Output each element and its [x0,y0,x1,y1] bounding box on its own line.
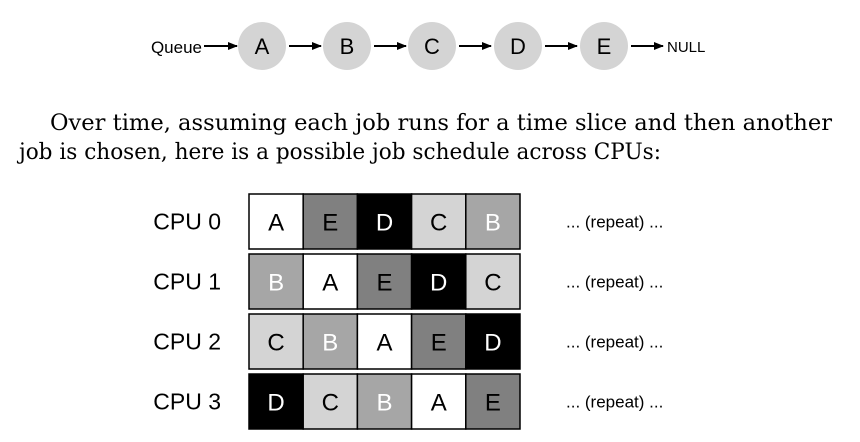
schedule-cell: E [410,313,467,370]
queue-label: Queue [151,38,202,57]
repeat-label: ... (repeat) ... [566,333,663,352]
queue-node-label: A [255,34,270,59]
schedule-cell: B [302,313,359,370]
schedule-cell: A [356,313,413,370]
schedule-grid: CPU 0 A E D C B ... (repeat) ... CPU 1 B A E D C ... … [153,193,663,430]
schedule-cell-label: C [430,210,447,237]
queue-node-label: E [597,34,612,59]
schedule-cell-label: D [267,390,284,417]
queue-null-label: NULL [667,39,705,56]
schedule-cell-label: C [322,390,339,417]
schedule-cell-label: C [484,270,501,297]
schedule-cell: C [302,373,359,430]
queue-node: C [408,22,456,70]
schedule-cell-label: A [322,270,338,297]
schedule-cell: C [410,193,467,250]
schedule-cell: E [465,373,521,430]
schedule-cell-label: B [485,210,501,237]
schedule-cell-label: D [484,330,501,357]
repeat-label: ... (repeat) ... [566,213,663,232]
schedule-cell-label: E [376,270,392,297]
queue-row: Queue A B C D E NULL [151,22,705,70]
cpu-label: CPU 2 [153,329,221,355]
schedule-cell: E [302,193,359,250]
queue-node-label: B [340,34,355,59]
cpu-label: CPU 3 [153,389,221,415]
schedule-cell-label: E [485,390,501,417]
schedule-cell-label: B [268,270,284,297]
paragraph-line-2: job is chosen, here is a possible job sc… [16,140,661,165]
cpu-label: CPU 1 [153,269,221,295]
schedule-cell: E [356,253,413,310]
cpu-row: CPU 3 D C B A E ... (repeat) ... [153,373,663,430]
cpu-row: CPU 1 B A E D C ... (repeat) ... [153,253,663,310]
queue-node: B [323,22,371,70]
schedule-cell-label: B [322,330,338,357]
queue-node: E [580,22,628,70]
schedule-cell: C [465,253,521,310]
schedule-cell: D [356,193,413,250]
schedule-cell: D [465,313,521,370]
schedule-cell-label: A [268,210,284,237]
schedule-cell-label: E [322,210,338,237]
queue-node: D [494,22,542,70]
paragraph-line-1: Over time, assuming each job runs for a … [50,111,832,136]
schedule-cell-label: C [267,330,284,357]
repeat-label: ... (repeat) ... [566,393,663,412]
cpu-label: CPU 0 [153,209,221,235]
queue-node-label: C [424,34,440,59]
schedule-cell: D [410,253,467,310]
schedule-cell: C [248,313,304,370]
schedule-cell-label: A [376,330,392,357]
repeat-label: ... (repeat) ... [566,273,663,292]
schedule-cell: A [410,373,467,430]
queue-node: A [238,22,286,70]
schedule-cell-label: E [431,330,447,357]
cpu-row: CPU 2 C B A E D ... (repeat) ... [153,313,663,370]
schedule-cell-label: D [430,270,447,297]
schedule-cell-label: A [431,390,447,417]
schedule-cell: D [248,373,304,430]
schedule-cell-label: D [376,210,393,237]
cpu-row: CPU 0 A E D C B ... (repeat) ... [153,193,663,250]
schedule-cell: A [302,253,359,310]
schedule-cell: A [248,193,304,250]
schedule-cell: B [248,253,304,310]
schedule-cell: B [465,193,521,250]
schedule-cell-label: B [376,390,392,417]
queue-node-label: D [510,34,526,59]
schedule-cell: B [356,373,413,430]
